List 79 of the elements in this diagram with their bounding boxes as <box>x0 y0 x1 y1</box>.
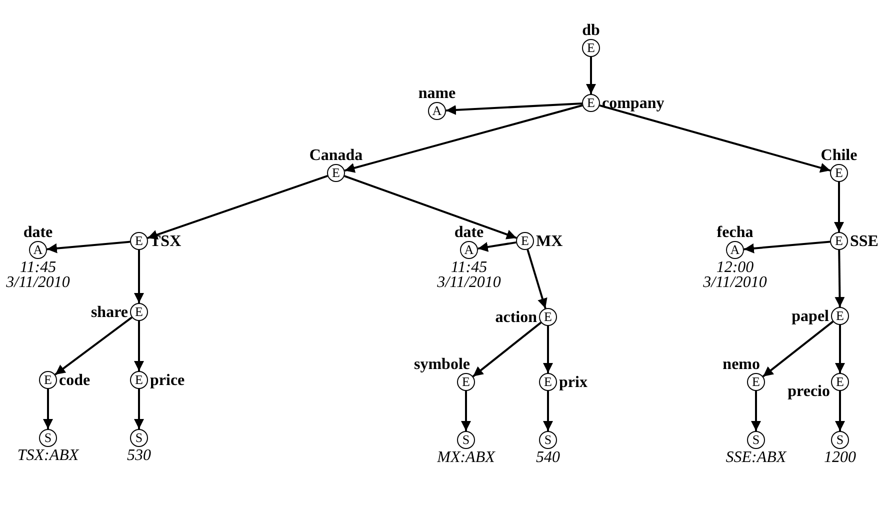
arrow <box>834 182 844 232</box>
node-circle: E <box>830 232 848 250</box>
value-text: 530 <box>126 448 152 463</box>
arrow <box>834 250 845 308</box>
element-name: company <box>602 96 664 110</box>
node-circle: E <box>130 303 148 321</box>
node-circle: A <box>460 241 478 259</box>
arrow <box>461 391 471 431</box>
node-circle: E <box>457 373 475 391</box>
arrow <box>543 391 553 431</box>
element-name: papel <box>792 308 829 324</box>
node-circle: E <box>539 373 557 391</box>
arrow <box>344 104 583 173</box>
arrow <box>446 102 582 115</box>
element-name: date <box>454 225 484 240</box>
value-text: TSX:ABX <box>16 448 80 463</box>
arrow <box>134 321 144 371</box>
arrow <box>744 240 830 254</box>
arrow <box>835 325 845 373</box>
element-name: precio <box>788 384 830 399</box>
arrow <box>835 391 845 431</box>
arrow <box>478 241 516 252</box>
node-circle: S <box>457 431 475 449</box>
element-name: MX <box>536 234 563 248</box>
arrow <box>762 320 834 378</box>
element-name: symbole <box>414 357 470 372</box>
element-name: action <box>495 310 537 324</box>
node-circle: E <box>747 373 765 391</box>
arrow <box>751 391 761 431</box>
element-name: SSE <box>850 234 878 248</box>
arrow <box>526 249 548 309</box>
arrow <box>472 322 542 378</box>
element-name: price <box>150 372 185 388</box>
node-circle: E <box>327 164 345 182</box>
element-name: date <box>23 225 53 240</box>
node-circle: E <box>516 232 534 250</box>
node-circle: E <box>831 307 849 325</box>
value-text: 540 <box>535 450 561 465</box>
element-name: Canada <box>309 148 363 163</box>
arrow <box>147 174 328 240</box>
value-text: 11:45 3/11/2010 <box>5 260 71 290</box>
element-name: name <box>418 86 456 101</box>
node-circle: A <box>29 241 47 259</box>
arrow <box>586 57 596 94</box>
node-circle: E <box>831 373 849 391</box>
node-circle: E <box>130 371 148 389</box>
node-circle: E <box>539 308 557 326</box>
value-text: 12:00 3/11/2010 <box>702 260 768 290</box>
node-circle: E <box>582 39 600 57</box>
node-circle: S <box>39 429 57 447</box>
element-name: Chile <box>820 148 858 163</box>
value-text: MX:ABX <box>436 450 496 465</box>
arrow <box>134 250 144 303</box>
arrow <box>46 240 130 254</box>
value-text: 1200 <box>823 450 857 465</box>
arrow <box>344 175 517 240</box>
node-circle: A <box>726 241 744 259</box>
arrow <box>134 389 144 429</box>
node-circle: S <box>130 429 148 447</box>
node-circle: S <box>747 431 765 449</box>
arrow <box>54 316 132 376</box>
element-name: fecha <box>716 225 754 240</box>
value-text: 11:45 3/11/2010 <box>436 260 502 290</box>
element-name: code <box>59 372 90 388</box>
element-name: nemo <box>722 357 760 372</box>
element-name: share <box>90 304 128 320</box>
element-name: db <box>582 23 600 38</box>
arrow <box>599 104 831 173</box>
node-circle: E <box>130 232 148 250</box>
node-circle: E <box>582 94 600 112</box>
arrow <box>543 326 553 373</box>
value-text: SSE:ABX <box>724 450 788 465</box>
node-circle: S <box>539 431 557 449</box>
node-circle: E <box>830 164 848 182</box>
node-circle: A <box>428 102 446 120</box>
arrow <box>43 389 53 429</box>
element-name: prix <box>559 374 588 390</box>
node-circle: S <box>831 431 849 449</box>
node-circle: E <box>39 371 57 389</box>
